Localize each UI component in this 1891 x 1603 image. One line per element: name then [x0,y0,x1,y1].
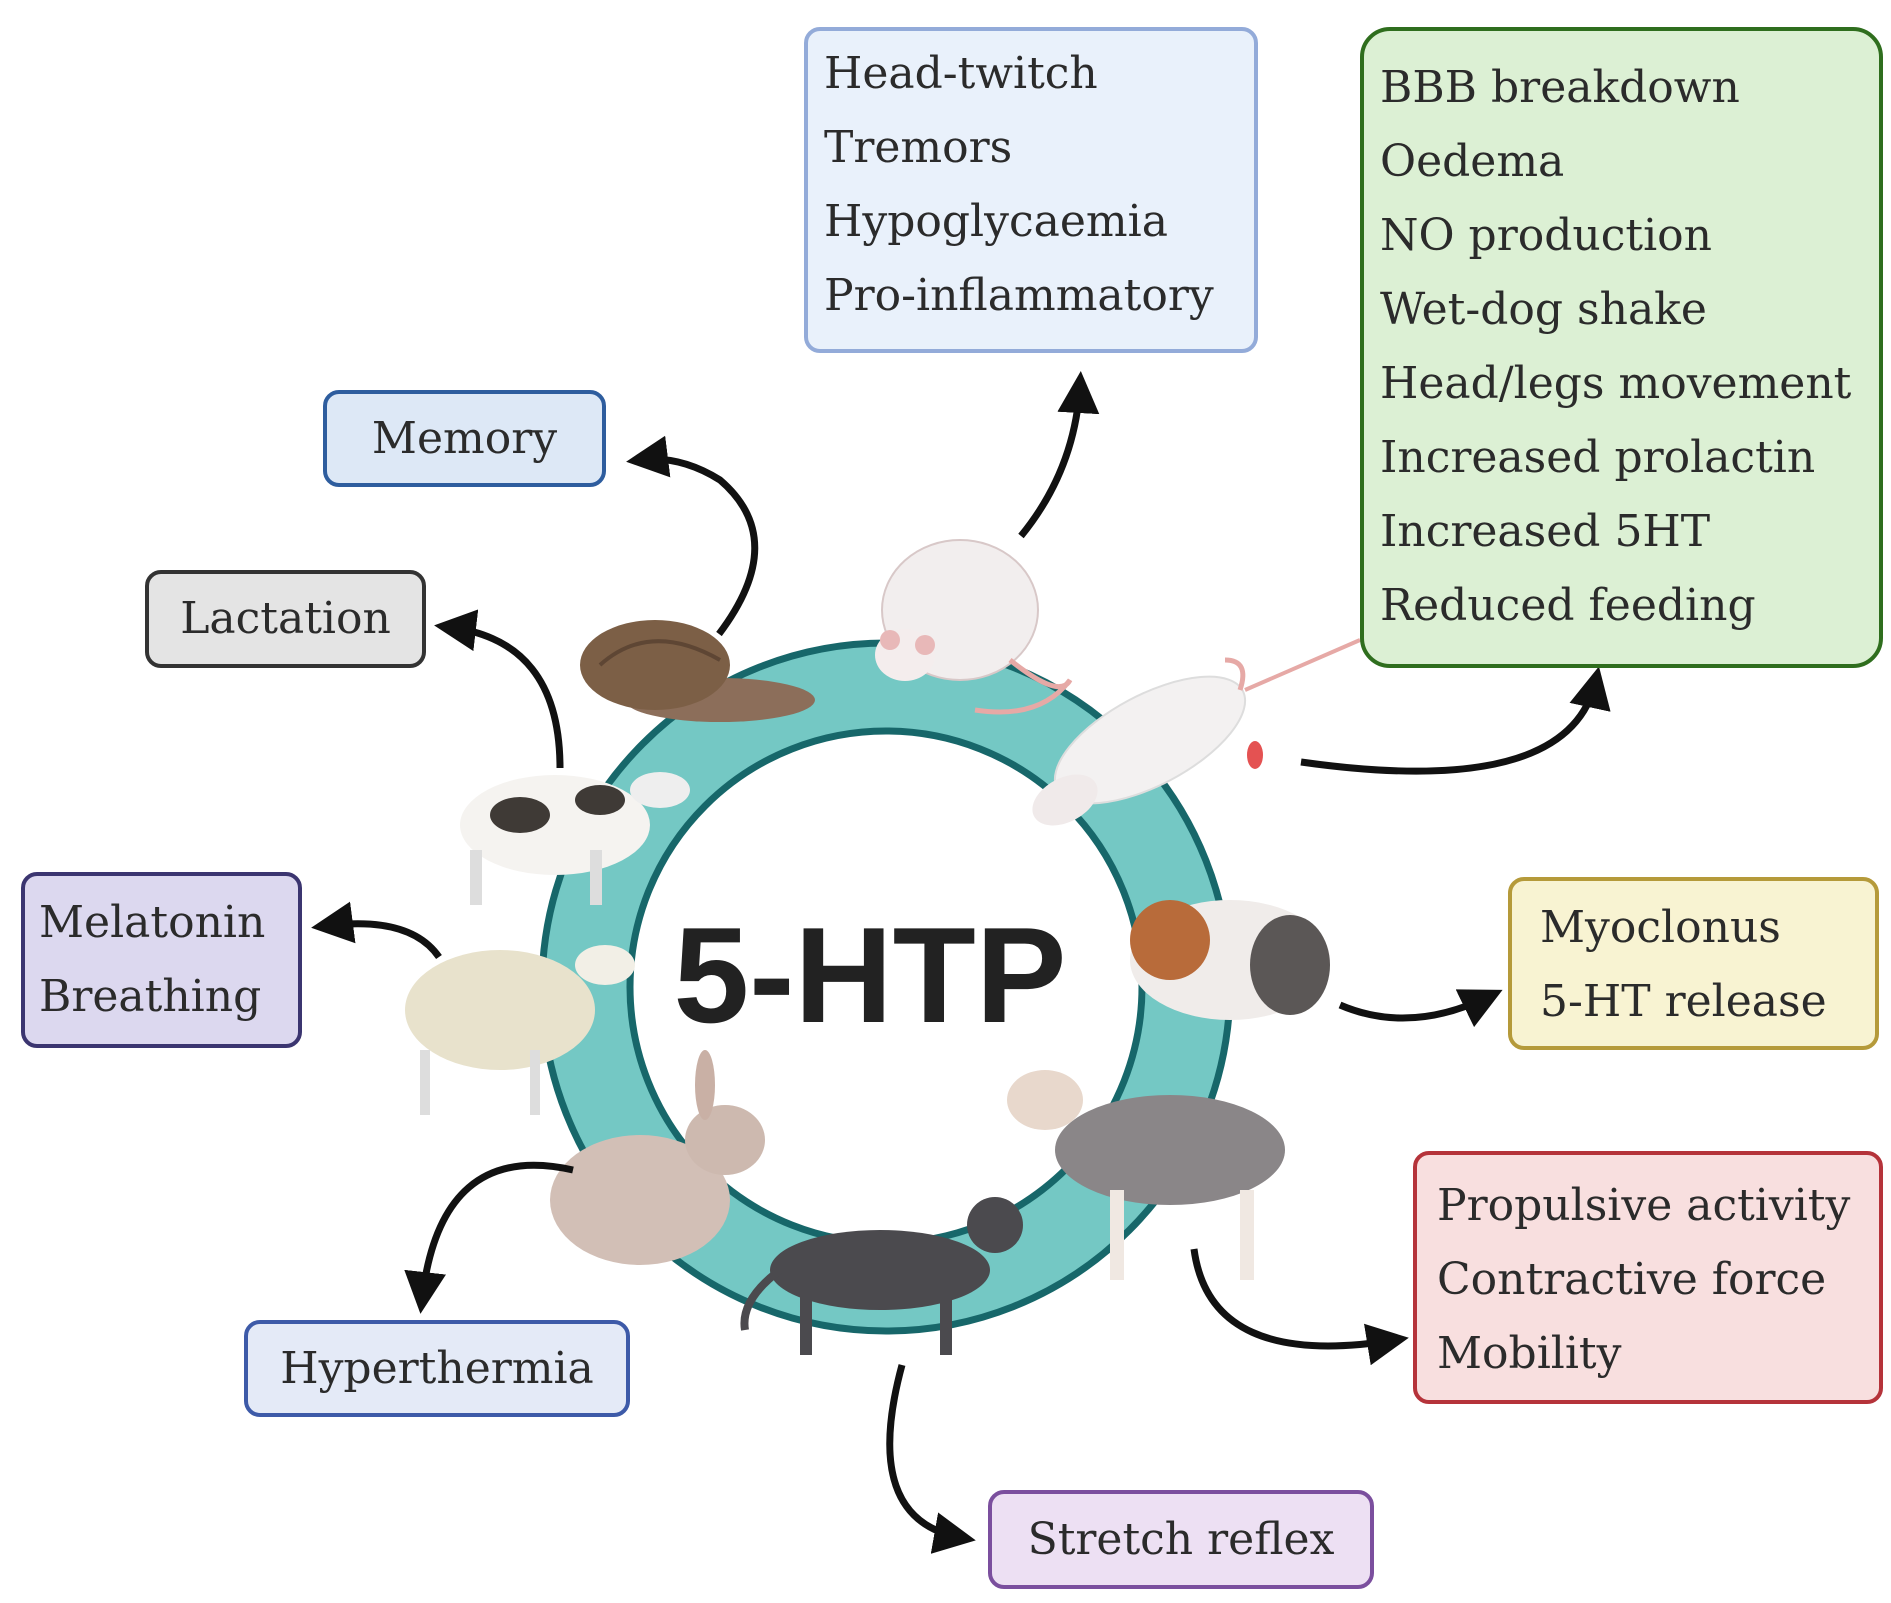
dog-icon [1007,1070,1285,1280]
effect: Tremors [824,122,1013,173]
box-propulsive: Propulsive activity Contractive force Mo… [1413,1151,1883,1404]
effect: Hypoglycaemia [824,196,1168,247]
mouse-top-icon [875,539,1073,715]
box-rat-top-effects: Head-twitch Tremors Hypoglycaemia Pro-in… [804,27,1258,353]
cow-icon [460,772,690,905]
effect: Memory [371,412,558,464]
box-rat-right-effects: BBB breakdown Oedema NO production Wet-d… [1360,27,1883,668]
guinea-pig-icon [1130,900,1330,1020]
rabbit-icon [550,1050,765,1265]
effect: Myoclonus [1540,902,1781,953]
effect: Propulsive activity [1437,1180,1851,1231]
effect: Lactation [180,593,391,644]
effect: Increased 5HT [1380,506,1711,557]
rat-right-icon [1032,638,1361,826]
effect: NO production [1380,210,1712,261]
effect: BBB breakdown [1380,62,1740,113]
box-myoclonus: Myoclonus 5-HT release [1508,877,1879,1050]
effect: Mobility [1437,1328,1622,1379]
arrow-to-stretch-reflex [886,1364,976,1554]
box-lactation: Lactation [145,570,426,668]
arrow-to-lactation [434,609,564,769]
effect: Reduced feeding [1380,580,1756,631]
box-stretch-reflex: Stretch reflex [988,1490,1374,1589]
arrow-to-hyperthermia [404,1161,574,1314]
effect: Breathing [39,971,262,1022]
effect: Oedema [1380,136,1565,187]
cat-icon [740,1197,1023,1355]
sheep-icon [405,945,635,1115]
snail-icon [580,620,815,722]
arrow-to-propulsive [1190,1248,1409,1366]
arrow-to-head-twitch [1018,371,1100,539]
box-melatonin-breathing: Melatonin Breathing [21,872,302,1048]
arrow-to-myoclonus [1338,989,1503,1028]
effect: Increased prolactin [1380,432,1816,483]
arrow-to-memory [626,435,759,637]
effect: Stretch reflex [1027,1513,1335,1565]
arrows [311,371,1611,1554]
effect: Head-twitch [824,48,1098,99]
effect: Wet-dog shake [1380,284,1707,335]
arrow-to-green-box [1300,666,1611,775]
effect: Hyperthermia [280,1342,594,1394]
effect: Contractive force [1437,1254,1827,1305]
effect: 5-HT release [1540,976,1827,1027]
box-memory: Memory [323,390,606,487]
box-hyperthermia: Hyperthermia [244,1320,630,1417]
arrow-to-melatonin [311,901,442,960]
effect: Melatonin [39,897,266,948]
effect: Head/legs movement [1380,358,1852,409]
center-label: 5-HTP [673,899,1067,1051]
effect: Pro-inflammatory [824,270,1214,321]
